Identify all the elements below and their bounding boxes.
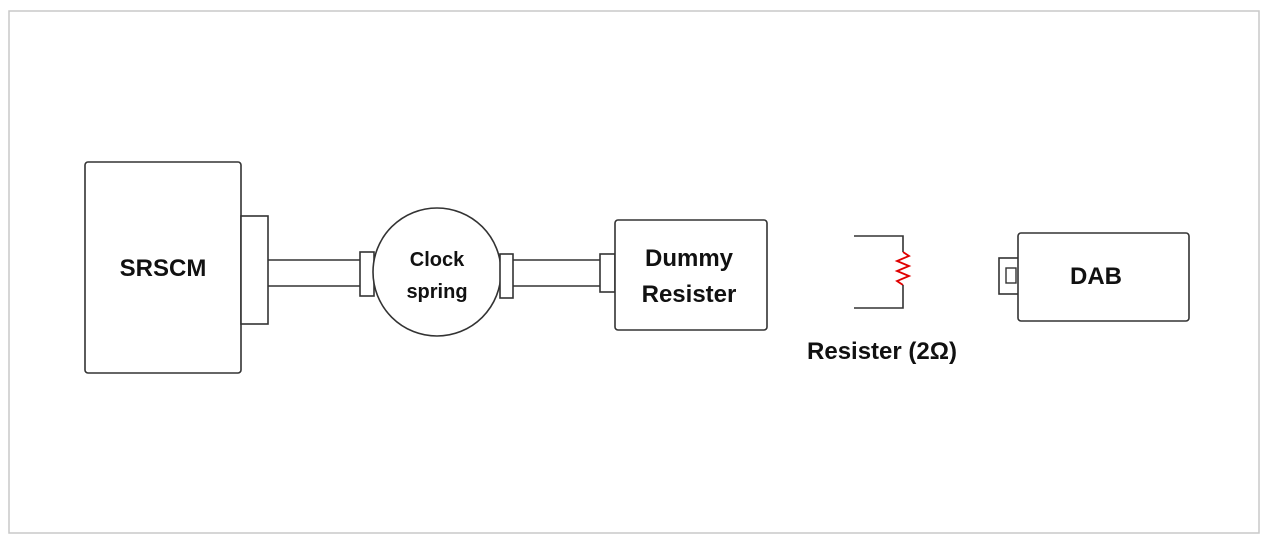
- resistor-lead-top: [854, 235, 904, 252]
- srscm-label: SRSCM: [120, 255, 207, 282]
- dummy-resister-box: [614, 219, 768, 331]
- dab-label: DAB: [1070, 263, 1122, 290]
- clock-spring-right-connector: [499, 253, 514, 299]
- dummy-resister-label-line1: Dummy: [645, 245, 734, 272]
- resistor-symbol: [854, 235, 912, 309]
- dummy-resister-label-line2: Resister: [642, 281, 737, 308]
- srscm-connector: [240, 215, 269, 325]
- clock-spring-circle: [372, 207, 502, 337]
- dab-box: [1017, 232, 1190, 322]
- clock-spring-label-line2: spring: [406, 281, 467, 303]
- dab-connector-inner: [1005, 267, 1017, 284]
- clock-spring-left-connector: [359, 251, 375, 297]
- dummy-resister-connector: [599, 253, 616, 293]
- resister-caption: Resister (2Ω): [807, 338, 957, 365]
- resistor-zigzag: [894, 251, 912, 286]
- clock-spring-label-line1: Clock: [410, 249, 465, 271]
- resistor-lead-bottom: [854, 285, 904, 309]
